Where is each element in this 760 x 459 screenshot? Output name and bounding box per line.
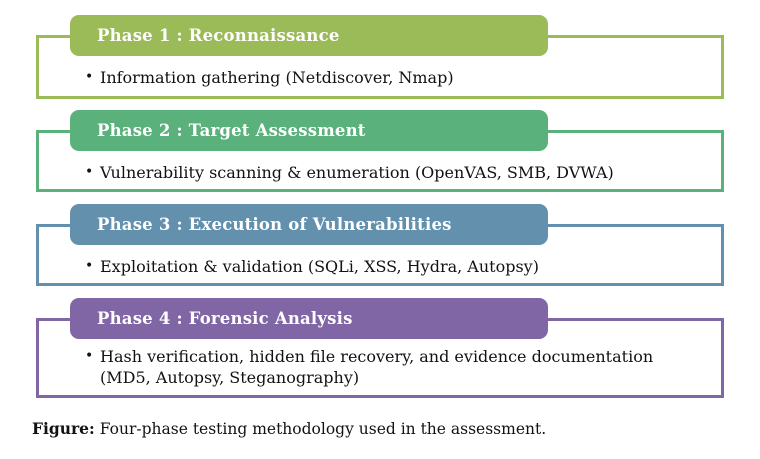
bullet-text: Hash verification, hidden file recovery,… xyxy=(100,347,654,387)
phase-2-section: Phase 2 : Target Assessment • Vulnerabil… xyxy=(36,110,724,192)
bullet-item: • Information gathering (Netdiscover, Nm… xyxy=(85,67,712,88)
bullet-text: Vulnerability scanning & enumeration (Op… xyxy=(100,163,614,182)
bullet-item: • Exploitation & validation (SQLi, XSS, … xyxy=(85,256,712,277)
bullet-icon: • xyxy=(85,69,94,85)
phase-3-section: Phase 3 : Execution of Vulnerabilities •… xyxy=(36,204,724,286)
phase-3-bullet-list: • Exploitation & validation (SQLi, XSS, … xyxy=(85,256,712,277)
phase-2-bullet-list: • Vulnerability scanning & enumeration (… xyxy=(85,162,712,183)
phase-1-section: Phase 1 : Reconnaissance • Information g… xyxy=(36,15,724,99)
bullet-item: • Hash verification, hidden file recover… xyxy=(85,346,712,388)
phase-4-bullet-list: • Hash verification, hidden file recover… xyxy=(85,346,712,388)
bullet-icon: • xyxy=(85,348,94,364)
bullet-text: Information gathering (Netdiscover, Nmap… xyxy=(100,68,454,87)
bullet-icon: • xyxy=(85,164,94,180)
phase-2-title: Phase 2 : Target Assessment xyxy=(97,121,366,140)
bullet-text: Exploitation & validation (SQLi, XSS, Hy… xyxy=(100,257,539,276)
phase-3-header: Phase 3 : Execution of Vulnerabilities xyxy=(70,204,548,245)
phase-4-section: Phase 4 : Forensic Analysis • Hash verif… xyxy=(36,298,724,398)
phase-1-title: Phase 1 : Reconnaissance xyxy=(97,26,340,45)
bullet-icon: • xyxy=(85,258,94,274)
bullet-item: • Vulnerability scanning & enumeration (… xyxy=(85,162,712,183)
phase-4-title: Phase 4 : Forensic Analysis xyxy=(97,309,353,328)
figure-caption-label: Figure: xyxy=(32,419,95,438)
phase-1-bullet-list: • Information gathering (Netdiscover, Nm… xyxy=(85,67,712,88)
phase-1-header: Phase 1 : Reconnaissance xyxy=(70,15,548,56)
figure-caption-text: Four-phase testing methodology used in t… xyxy=(99,420,547,438)
figure-caption: Figure:Four-phase testing methodology us… xyxy=(32,419,546,438)
phase-3-title: Phase 3 : Execution of Vulnerabilities xyxy=(97,215,452,234)
phase-4-header: Phase 4 : Forensic Analysis xyxy=(70,298,548,339)
phase-2-header: Phase 2 : Target Assessment xyxy=(70,110,548,151)
